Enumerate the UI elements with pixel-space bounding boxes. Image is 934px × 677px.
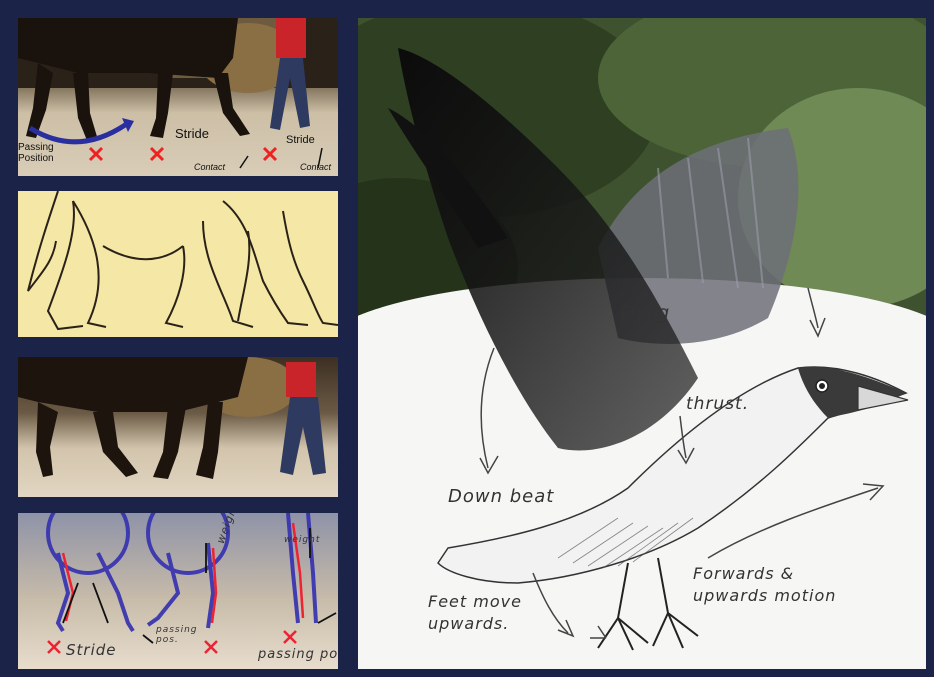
crow-illustration [358, 18, 926, 669]
stride-label-right: Stride [286, 134, 315, 146]
stride-hand-label: Stride [66, 641, 117, 659]
thrust-label: thrust. [686, 394, 749, 414]
horse-stride-photo-graphic [18, 18, 338, 176]
forwards-upwards-motion-label: Forwards & upwards motion [693, 563, 836, 607]
drag-label: Drag [620, 302, 670, 324]
horse-walk-photo-graphic [18, 357, 338, 497]
stride-label: Stride [175, 126, 209, 141]
downbeat-label: Down beat [448, 486, 554, 507]
horse-stride-photo-panel: Passing Position Stride Stride Contact C… [18, 18, 338, 176]
passing-position-label: Passing Position [18, 142, 54, 164]
horse-leg-sketch [18, 191, 338, 337]
feet-move-upwards-label: Feet move upwards. [428, 591, 522, 635]
crow-flight-panel: Drag thrust. Down beat Forwards & upward… [358, 18, 926, 669]
horse-overlay-diagram-panel: Stride passing pos. passing po weight we… [18, 513, 338, 669]
horse-walk-photo-panel [18, 357, 338, 497]
contact-label-right: Contact [300, 162, 331, 172]
contact-label: Contact [194, 162, 225, 172]
weight-hand-label-2: weight [284, 535, 320, 545]
passing-po-hand-label: passing po [258, 647, 338, 662]
horse-sketch-panel [18, 191, 338, 337]
passing-pos-hand-label: passing pos. [156, 625, 198, 645]
